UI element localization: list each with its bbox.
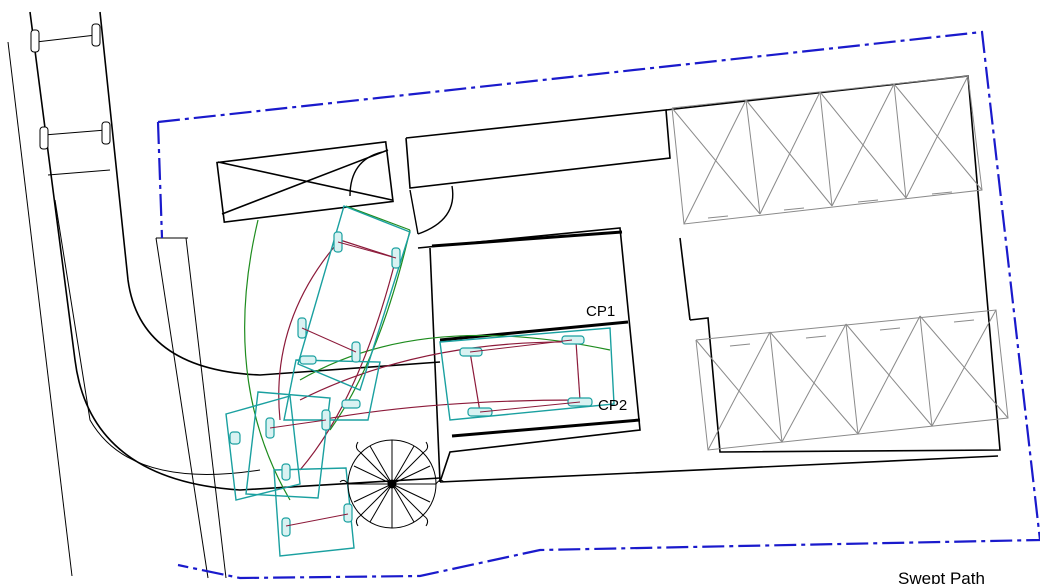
swept-path-green [244, 205, 611, 501]
bay-label-cp2: CP2 [598, 397, 627, 414]
tree-symbol-icon [339, 439, 445, 529]
site-boundary [157, 30, 1040, 580]
door-swing [349, 151, 454, 235]
parking-bays-top [671, 75, 983, 225]
wheel-icon [229, 231, 593, 537]
vehicle-axles [269, 241, 581, 527]
parked-vehicle-road [35, 34, 111, 176]
bay-dividers [431, 230, 641, 438]
bay-direction-arrows [707, 191, 975, 347]
access-road [29, 11, 441, 491]
building-walls [216, 75, 1001, 483]
site-boundary-west [156, 121, 164, 239]
parking-bays-bottom [695, 309, 1009, 451]
swept-path-red [278, 239, 581, 471]
bay-label-cp1: CP1 [586, 303, 615, 320]
vehicle-outlines [225, 205, 615, 557]
drawing-caption: Swept Path [898, 569, 985, 584]
road-edge-lines [7, 41, 227, 579]
wheel-icon [30, 23, 111, 150]
